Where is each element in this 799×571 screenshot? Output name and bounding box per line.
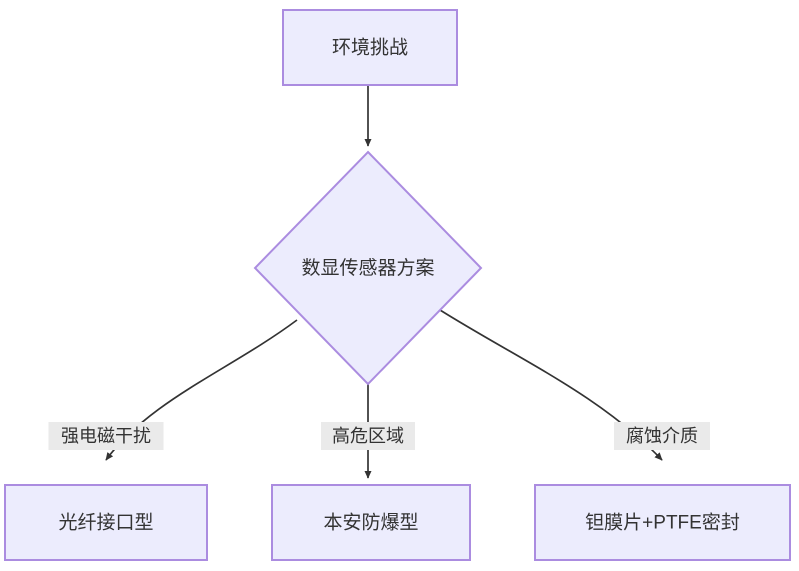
edge-label-strong-emi: 强电磁干扰: [48, 422, 164, 450]
edge-label-corrosive-medium-bg: [614, 422, 710, 450]
edge-label-corrosive-medium-text: 腐蚀介质: [626, 426, 698, 446]
node-out1-shape: [4, 484, 208, 561]
node-out3-shape: [534, 484, 791, 561]
node-out2[interactable]: 本安防爆型: [271, 484, 471, 561]
node-out2-shape: [271, 484, 471, 561]
edge-label-corrosive-medium: 腐蚀介质: [614, 422, 710, 450]
edge-label-group: 强电磁干扰 高危区域 腐蚀介质: [48, 422, 710, 450]
node-start-label: 环境挑战: [332, 37, 408, 59]
node-out1[interactable]: 光纤接口型: [4, 484, 208, 561]
edge-label-hazardous-area: 高危区域: [321, 422, 415, 450]
node-out3-label: 钽膜片+PTFE密封: [585, 512, 740, 534]
edge-label-strong-emi-text: 强电磁干扰: [61, 426, 151, 446]
node-start-shape: [282, 9, 458, 86]
node-decision-shape: [253, 150, 483, 386]
node-decision-label: 数显传感器方案: [301, 257, 434, 279]
node-out3[interactable]: 钽膜片+PTFE密封: [534, 484, 791, 561]
node-out2-label: 本安防爆型: [323, 512, 418, 534]
edge-label-hazardous-area-bg: [321, 422, 415, 450]
node-start[interactable]: 环境挑战: [282, 9, 458, 86]
edge-label-strong-emi-bg: [48, 422, 164, 450]
node-decision[interactable]: 数显传感器方案: [253, 150, 483, 386]
node-out1-label: 光纤接口型: [58, 512, 153, 534]
edge-label-hazardous-area-text: 高危区域: [332, 426, 404, 446]
